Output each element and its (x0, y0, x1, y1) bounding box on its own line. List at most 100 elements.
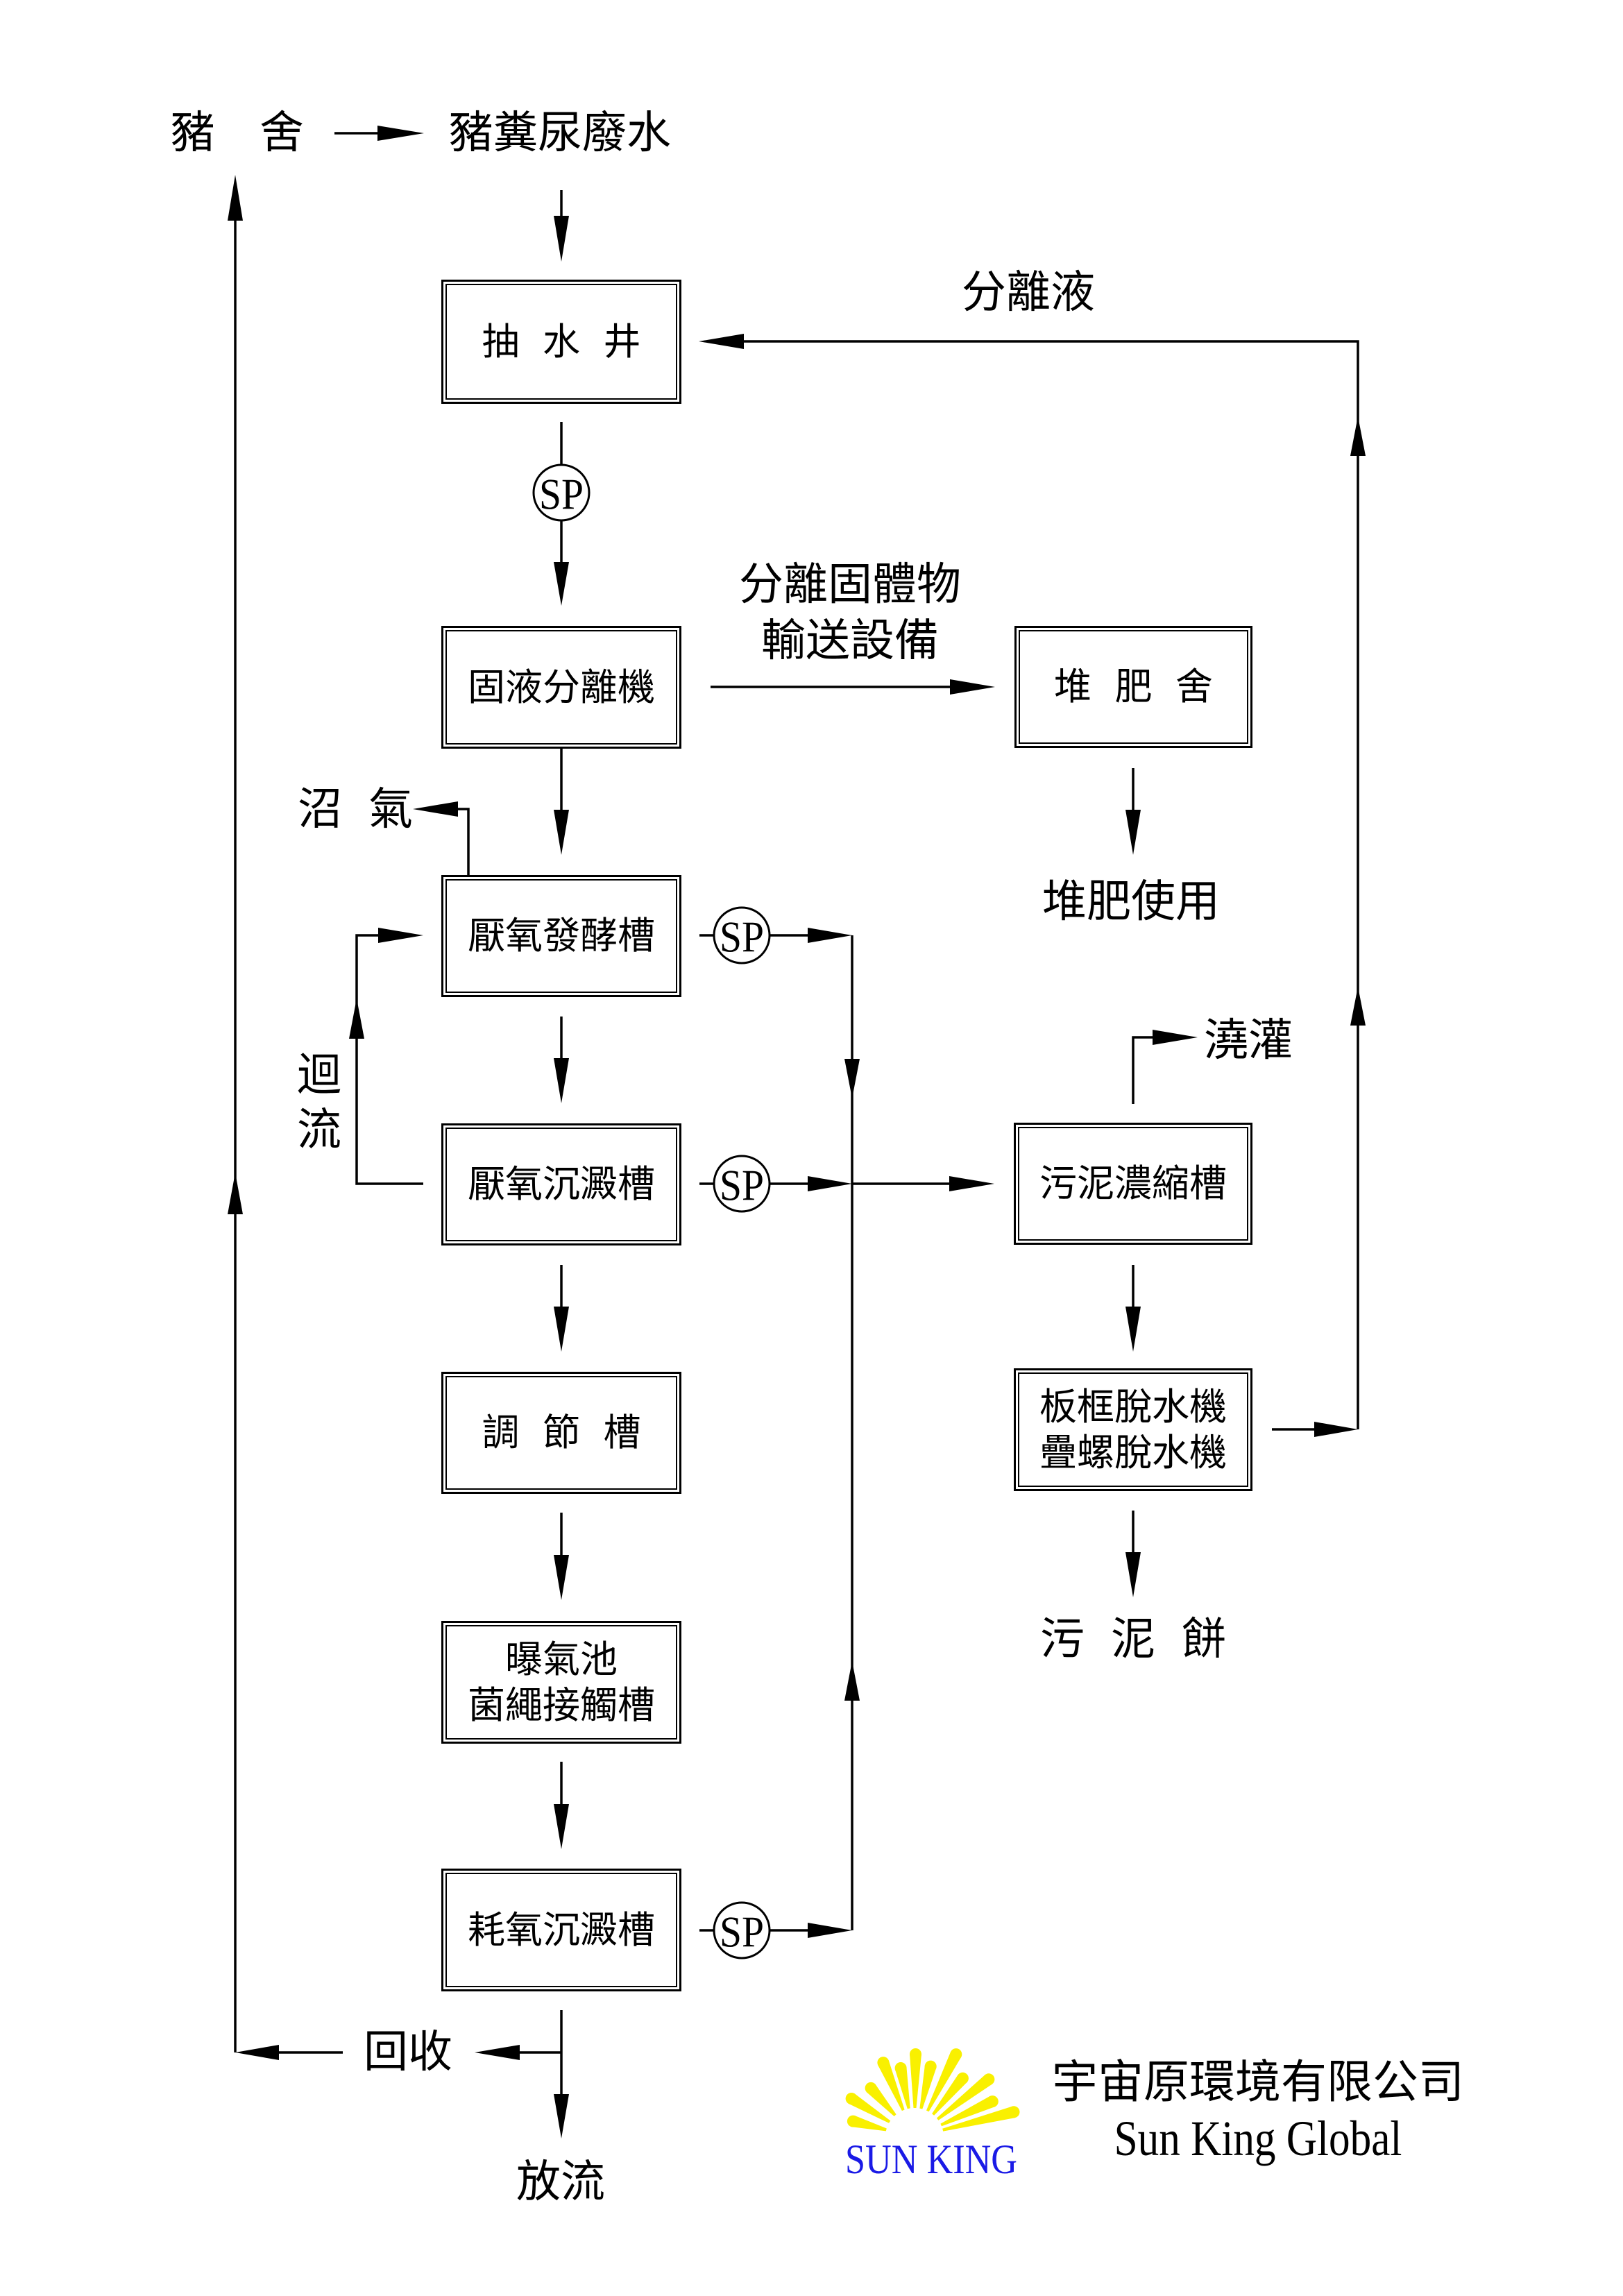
logo-ray (851, 2115, 887, 2132)
connector-to-irrigation (1132, 1036, 1153, 1104)
unit-aeration-tank: 曝氣池 菌繩接觸槽 (441, 1621, 681, 1744)
company-name-chinese: 宇宙原環境有限公司 (1052, 2057, 1464, 2108)
arrowhead-right (377, 126, 424, 141)
unit-solid-liquid-separator: 固液分離機 (441, 626, 681, 749)
unit-label: 污泥濃縮槽 (1039, 1163, 1227, 1205)
arrowhead-down (1125, 1307, 1141, 1352)
logo-ray-tip (845, 2093, 858, 2104)
unit-frame: 耗氧沉澱槽 (445, 1873, 677, 1987)
unit-frame: 堆 肥 舍 (1019, 630, 1248, 744)
arrowhead-down (554, 562, 569, 606)
logo-ray (942, 2106, 1016, 2132)
arrowhead-down (1125, 1552, 1141, 1597)
unit-equalization-tank: 調 節 槽 (441, 1372, 681, 1494)
unit-label-line-1: 曝氣池 (505, 1638, 618, 1681)
logo-ray-tip (847, 2115, 859, 2127)
irrigation-label: 澆灌 (1204, 1016, 1293, 1065)
unit-frame: 曝氣池 菌繩接觸槽 (445, 1625, 677, 1740)
arrowhead-right (808, 1176, 852, 1191)
arrowhead-up (228, 1173, 243, 1214)
unit-label-line-1: 板框脫水機 (1039, 1386, 1227, 1428)
logo-ray (926, 2051, 962, 2112)
pump-label: SP (539, 470, 584, 519)
unit-anaerobic-settling-tank: 厭氧沉澱槽 (441, 1123, 681, 1245)
unit-compost-house: 堆 肥 舍 (1014, 626, 1252, 748)
arrowhead-left (475, 2045, 520, 2060)
arrowhead-right (1314, 1422, 1358, 1437)
unit-label: 調 節 槽 (482, 1412, 641, 1454)
arrowhead-down (844, 1059, 860, 1098)
arrowhead-down (554, 216, 569, 262)
pump-circle (713, 1155, 771, 1213)
unit-label: 厭氧發酵槽 (468, 915, 655, 957)
logo-ray (932, 2074, 967, 2116)
logo-ray (936, 2075, 993, 2120)
sun-logo-rays (845, 2048, 1020, 2132)
logo-ray (878, 2060, 905, 2111)
solids-conveyor-label-line-2: 輸送設備 (761, 616, 939, 665)
unit-label: 耗氧沉澱槽 (468, 1909, 655, 1951)
pump-circle (713, 1901, 771, 1959)
arrowhead-left (235, 2045, 279, 2060)
logo-ray (919, 2065, 937, 2109)
logo-ray-tip (894, 2062, 907, 2074)
unit-aerobic-settling-tank: 耗氧沉澱槽 (441, 1869, 681, 1991)
separated-liquid-label: 分離液 (962, 268, 1095, 317)
sp-pump-symbol: SP (713, 906, 771, 964)
arrowhead-up (1350, 416, 1366, 456)
unit-label: 厭氧沉澱槽 (468, 1164, 655, 1205)
recovery-label: 回收 (364, 2027, 452, 2077)
unit-frame: 抽 水 井 (445, 284, 677, 400)
arrowhead-right (1153, 1030, 1198, 1045)
logo-ray-tip (950, 2048, 962, 2061)
pump-label: SP (720, 912, 764, 962)
logo-ray (848, 2093, 891, 2123)
recirculation-label-char-2: 流 (297, 1105, 341, 1155)
arrowhead-up (844, 1661, 860, 1701)
unit-anaerobic-digester: 厭氧發酵槽 (441, 875, 681, 997)
arrowhead-right (378, 928, 423, 943)
unit-frame: 固液分離機 (445, 630, 677, 745)
flow-lines (234, 132, 1359, 2094)
arrowhead-up (1350, 987, 1366, 1026)
connector-separated-liquid-return (744, 340, 1359, 1429)
logo-ray-tip (924, 2060, 937, 2073)
arrowhead-down (554, 1555, 569, 1600)
arrowhead-right (949, 1176, 994, 1191)
unit-frame: 板框脫水機 疊螺脫水機 (1018, 1372, 1248, 1487)
pump-circle (713, 906, 771, 964)
arrowhead-down (554, 1307, 569, 1352)
arrowhead-down (554, 1058, 569, 1103)
unit-label-line-2: 菌繩接觸槽 (468, 1684, 655, 1726)
connector-biogas (458, 808, 470, 875)
recirculation-label-char-1: 迴 (297, 1051, 341, 1100)
unit-label: 固液分離機 (468, 666, 655, 708)
logo-ray-tip (910, 2048, 921, 2060)
sludge-cake-label: 污 泥 餅 (1040, 1615, 1226, 1664)
unit-frame: 調 節 槽 (445, 1376, 677, 1490)
solids-conveyor-label-line-1: 分離固體物 (739, 560, 961, 609)
arrowhead-down (554, 1804, 569, 1849)
unit-label: 抽 水 井 (482, 321, 641, 363)
arrowhead-right (808, 1923, 852, 1938)
pump-label: SP (720, 1907, 764, 1957)
logo-ray-tip (986, 2095, 999, 2108)
discharge-label: 放流 (516, 2157, 605, 2206)
sp-pump-symbol: SP (532, 464, 590, 522)
unit-sludge-thickener: 污泥濃縮槽 (1014, 1123, 1252, 1245)
arrowhead-up (228, 175, 243, 221)
unit-label-line-2: 疊螺脫水機 (1039, 1431, 1227, 1474)
pump-circle (532, 464, 590, 522)
logo-wordmark: SUN KING (845, 2136, 1017, 2182)
connector-recirculation (355, 934, 423, 1185)
logo-ray (894, 2066, 910, 2109)
arrowhead-down (1125, 810, 1141, 855)
arrowhead-down (554, 2094, 569, 2138)
sp-pump-symbol: SP (713, 1155, 771, 1213)
logo-ray (940, 2095, 995, 2127)
unit-frame: 厭氧沉澱槽 (445, 1128, 677, 1241)
arrowhead-left (413, 801, 458, 817)
sp-pump-symbol: SP (713, 1901, 771, 1959)
